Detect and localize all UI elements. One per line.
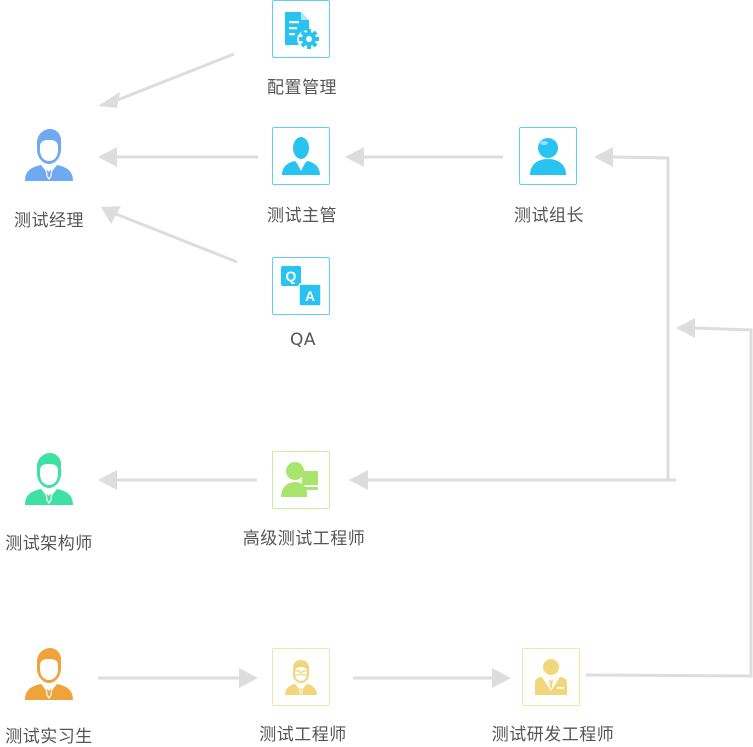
node-label: 测试主管 xyxy=(267,206,337,226)
edge-senior-to-teamlead xyxy=(611,155,676,482)
person-suit-icon xyxy=(282,137,320,175)
arrowhead xyxy=(98,147,117,167)
arrowhead xyxy=(345,147,364,167)
manager-person-icon xyxy=(25,129,73,181)
qa-q-letter: Q xyxy=(286,268,297,284)
node-label: 测试组长 xyxy=(514,206,584,226)
person-tie-icon xyxy=(25,453,73,505)
person-glasses-icon xyxy=(285,660,317,696)
arrowhead xyxy=(239,668,258,688)
arrowhead xyxy=(594,147,613,167)
node-label: 测试经理 xyxy=(14,211,84,231)
arrowhead xyxy=(101,206,121,224)
arrowhead xyxy=(492,668,511,688)
edge-dev-to-senior-path xyxy=(585,326,753,678)
arrowhead xyxy=(98,470,117,490)
person-tie-icon xyxy=(25,648,73,700)
node-label: 高级测试工程师 xyxy=(242,529,366,549)
node-label: 测试研发工程师 xyxy=(491,725,615,745)
qa-icon: Q A xyxy=(281,266,322,307)
arrowhead xyxy=(98,92,120,108)
edge-qa-to-manager xyxy=(115,212,238,264)
node-label: 测试架构师 xyxy=(5,534,93,554)
node-label: 配置管理 xyxy=(267,78,337,98)
node-label: 测试工程师 xyxy=(259,725,347,745)
arrowhead xyxy=(676,318,695,338)
person-monitor-icon xyxy=(281,462,318,497)
edge-config-to-manager xyxy=(114,52,235,103)
qa-a-letter: A xyxy=(305,288,315,304)
node-label: 测试实习生 xyxy=(5,727,93,747)
node-label: QA xyxy=(289,330,317,350)
person-icon xyxy=(530,138,566,175)
document-gear-icon xyxy=(285,12,319,49)
arrowhead xyxy=(349,470,368,490)
person-badge-icon xyxy=(535,659,567,695)
